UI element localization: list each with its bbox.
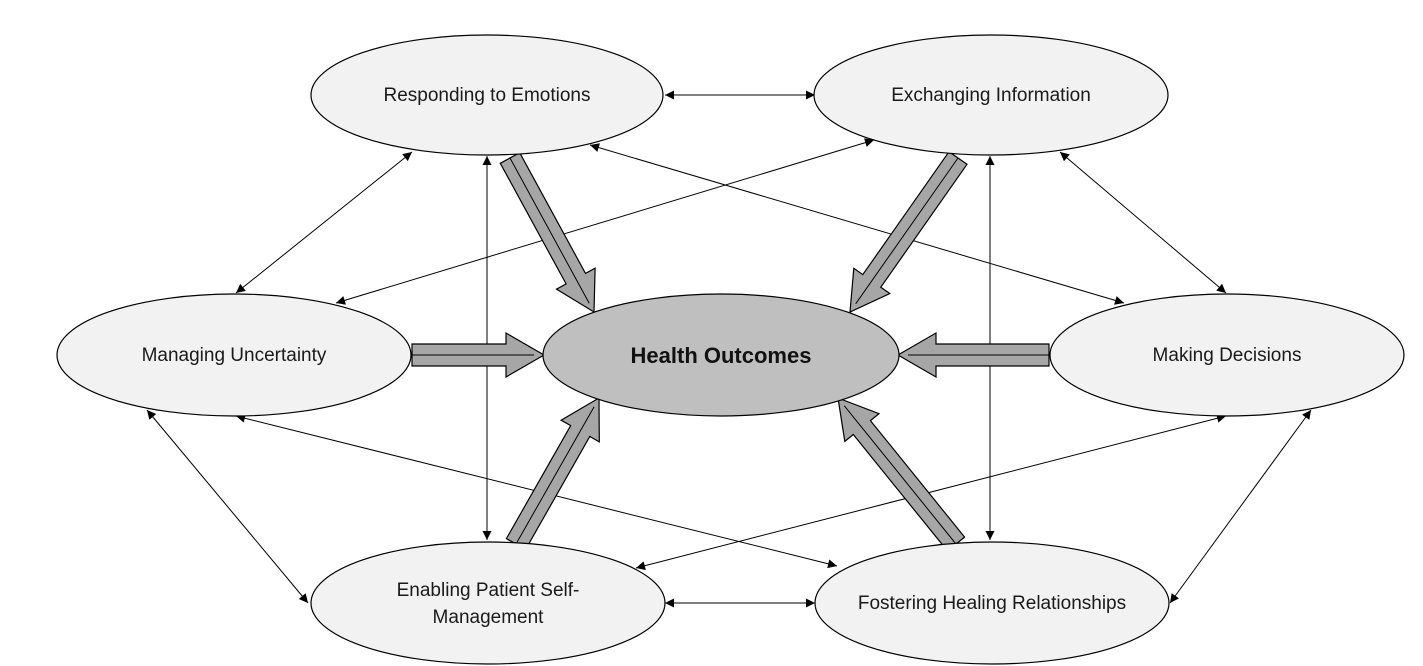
block-arrow-exchanging-inner-line (855, 157, 959, 305)
connector-decisions-healing (1169, 409, 1312, 604)
node-exchanging-information: Exchanging Information (813, 34, 1169, 156)
block-arrow-healing-inner-line (843, 405, 957, 545)
block-arrow-responding-inner-line (509, 157, 590, 304)
node-enabling-patient-self-management: Enabling Patient Self- Management (310, 541, 666, 665)
node-fostering-healing-relationships: Fostering Healing Relationships (814, 541, 1170, 665)
node-label: Exchanging Information (891, 85, 1091, 106)
node-label: Responding to Emotions (383, 85, 590, 106)
node-label: Making Decisions (1153, 345, 1302, 366)
node-label: Fostering Healing Relationships (858, 593, 1126, 614)
domain-nodes: Responding to Emotions Exchanging Inform… (56, 34, 1405, 665)
connector-exchanging-decisions (1059, 151, 1227, 294)
connector-responding-uncertainty (235, 151, 413, 294)
connector-responding-decisions (589, 143, 1125, 305)
connector-decisions-selfmgmt (635, 413, 1227, 571)
block-arrows (411, 150, 1050, 552)
connector-exchanging-uncertainty (335, 138, 875, 305)
block-arrow-selfmgmt (505, 396, 600, 551)
node-making-decisions: Making Decisions (1049, 293, 1405, 417)
block-arrow-exchanging (849, 150, 968, 313)
center-label: Health Outcomes (631, 343, 812, 368)
node-label: Managing Uncertainty (142, 345, 327, 366)
block-arrow-responding (499, 151, 596, 314)
node-label-line-1: Enabling Patient Self- (397, 580, 580, 601)
node-label-line-2: Management (433, 607, 545, 628)
connector-lines (146, 90, 1312, 608)
node-health-outcomes: Health Outcomes (542, 293, 900, 417)
node-responding-to-emotions: Responding to Emotions (310, 34, 664, 156)
node-managing-uncertainty: Managing Uncertainty (56, 293, 412, 417)
block-arrow-selfmgmt-inner-line (515, 406, 595, 545)
block-arrow-healing (837, 397, 966, 552)
connector-uncertainty-selfmgmt (146, 409, 309, 604)
